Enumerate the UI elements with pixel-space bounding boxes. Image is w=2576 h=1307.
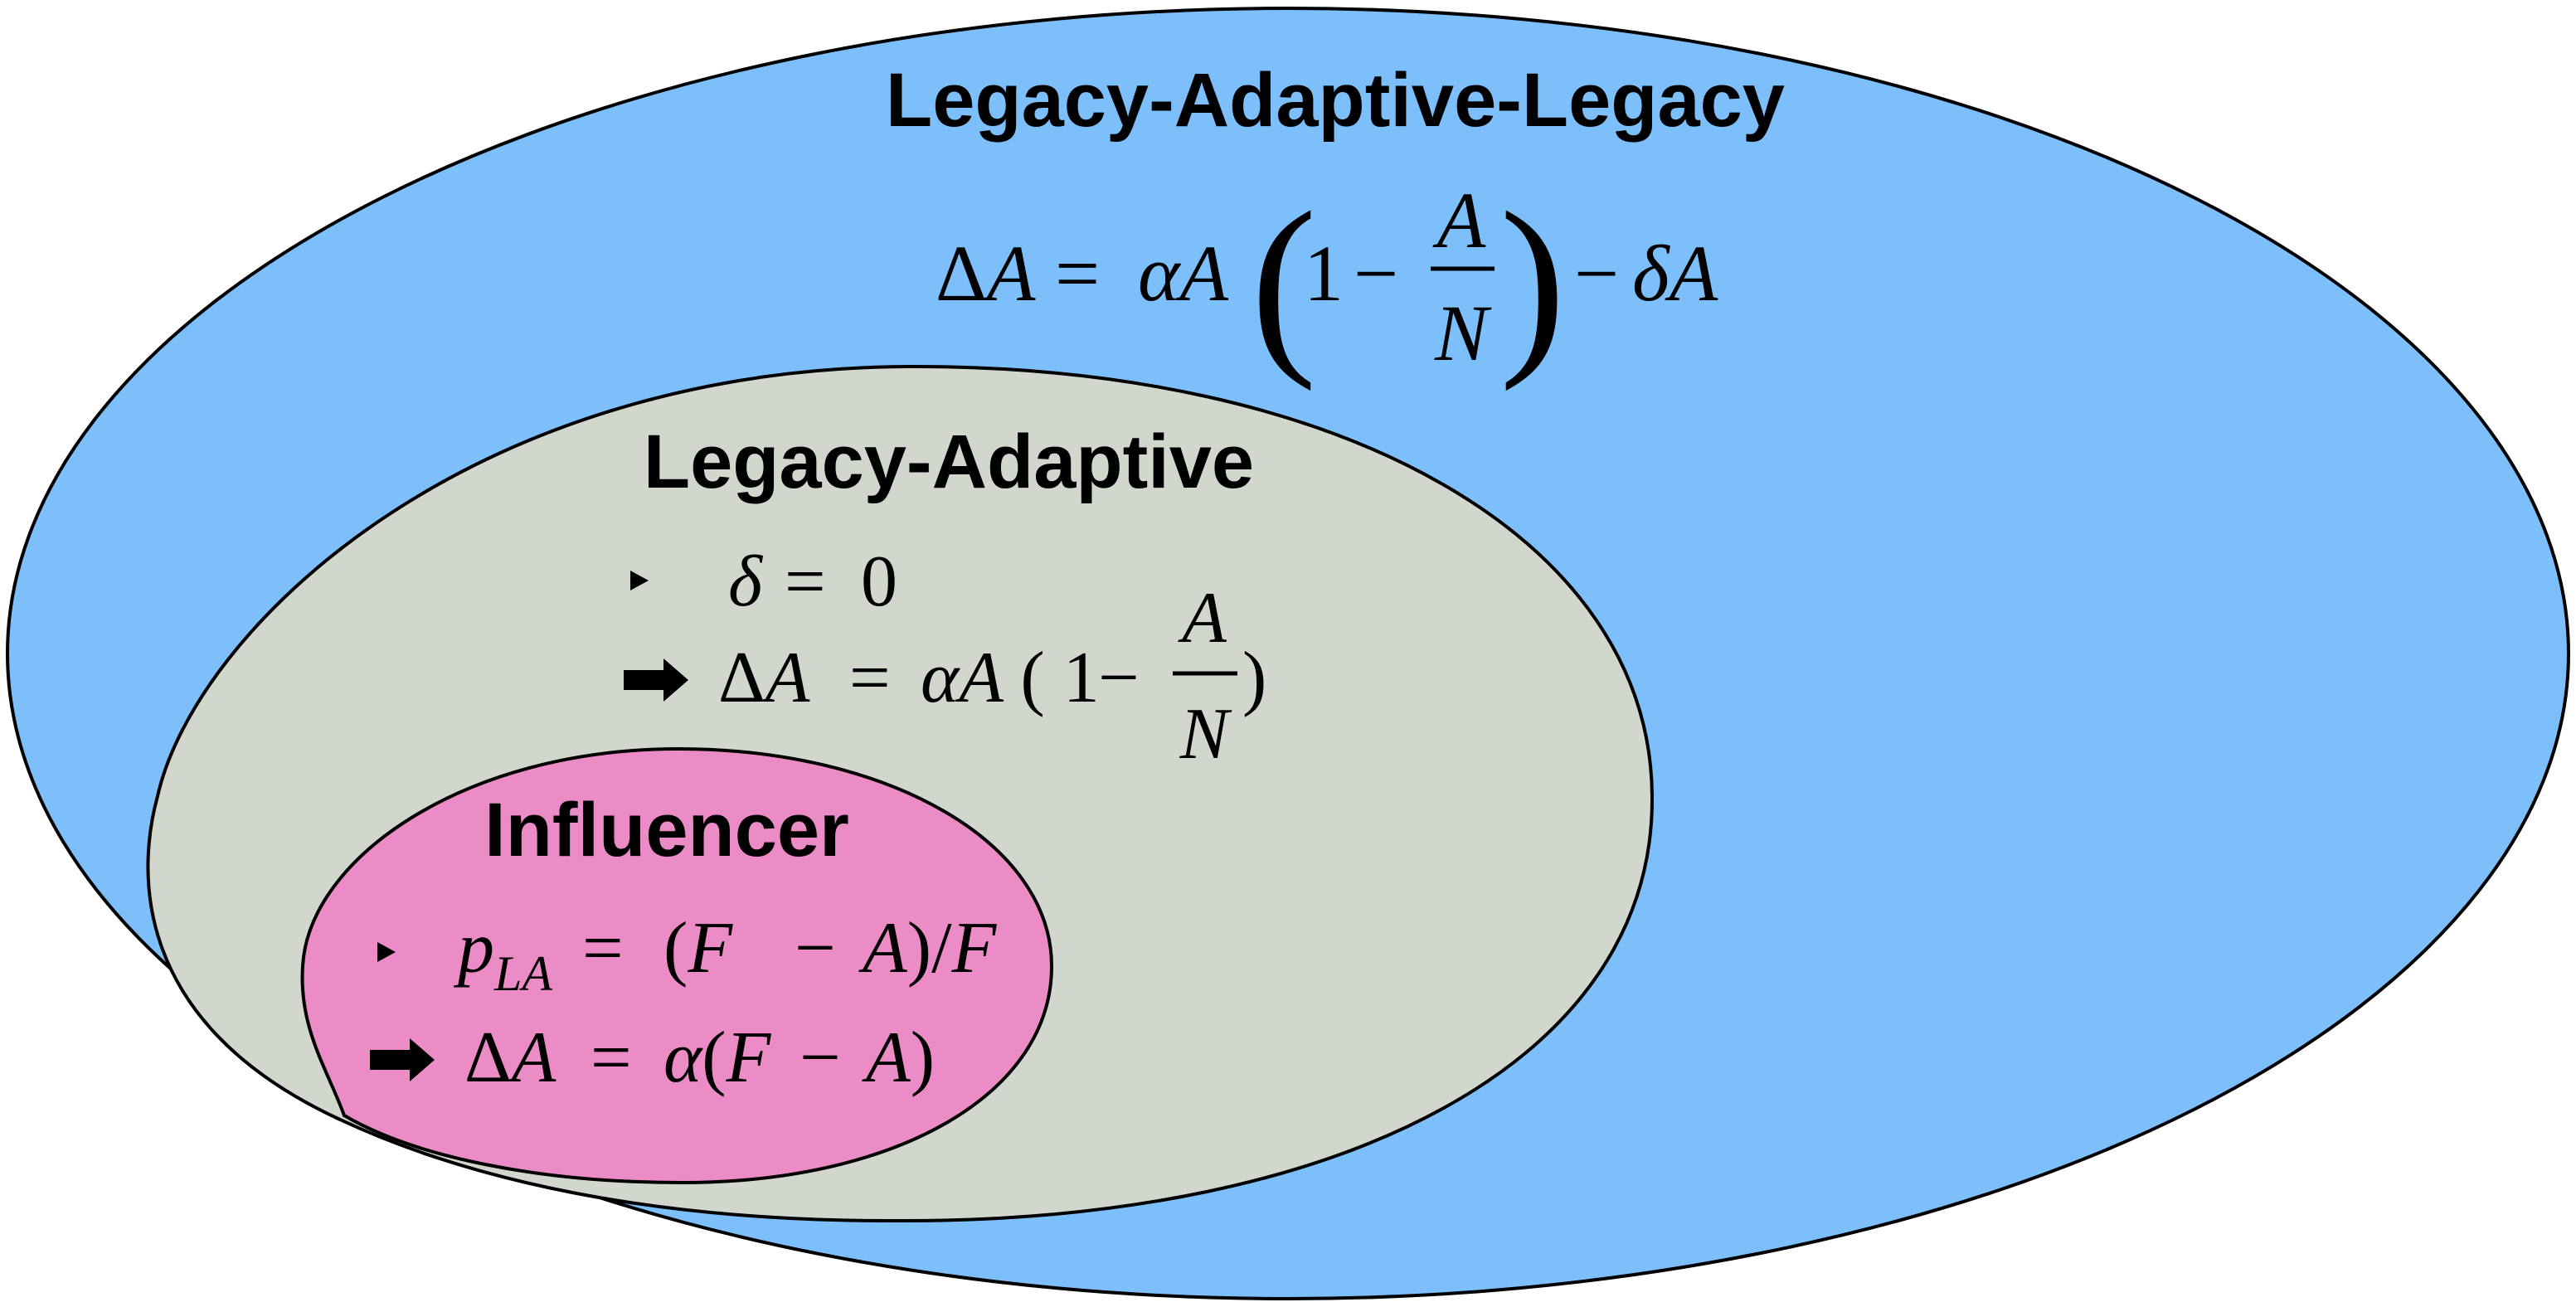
svg-text:): ) xyxy=(1499,171,1566,391)
svg-text:ΔA = αA: ΔA = αA xyxy=(936,229,1228,318)
svg-text:δA: δA xyxy=(1632,229,1718,318)
svg-text:1: 1 xyxy=(1304,229,1344,318)
outer-equation: ΔA = αA 1 − − δA ( ) A N xyxy=(936,171,1718,391)
triangle-bullet-icon xyxy=(377,942,396,962)
inner-condition: pLA = (F − A)/F xyxy=(453,908,998,1007)
right-arrow-icon xyxy=(624,658,688,702)
inner-result-equation: ΔA = α(F − A) xyxy=(464,1018,935,1098)
inner-region-title: Influencer xyxy=(484,788,849,872)
triangle-bullet-icon xyxy=(630,571,649,590)
svg-text:(: ( xyxy=(1251,171,1317,391)
middle-region-title: Legacy-Adaptive xyxy=(644,420,1254,504)
inner-region-shape xyxy=(300,746,1054,1185)
svg-text:−: − xyxy=(1354,229,1398,318)
outer-region-title: Legacy-Adaptive-Legacy xyxy=(886,58,1785,143)
middle-result-equation: ΔA = αA ( 1 − xyxy=(718,638,1140,718)
middle-fraction-denominator: N xyxy=(1179,694,1232,775)
svg-text:−: − xyxy=(1574,229,1619,318)
outer-fraction-denominator: N xyxy=(1434,289,1492,377)
middle-fraction-numerator: A xyxy=(1178,578,1227,658)
middle-result-rparen: ) xyxy=(1242,638,1266,718)
outer-fraction-numerator: A xyxy=(1432,176,1486,265)
middle-condition: δ = 0 xyxy=(728,542,897,622)
right-arrow-icon xyxy=(370,1038,435,1081)
